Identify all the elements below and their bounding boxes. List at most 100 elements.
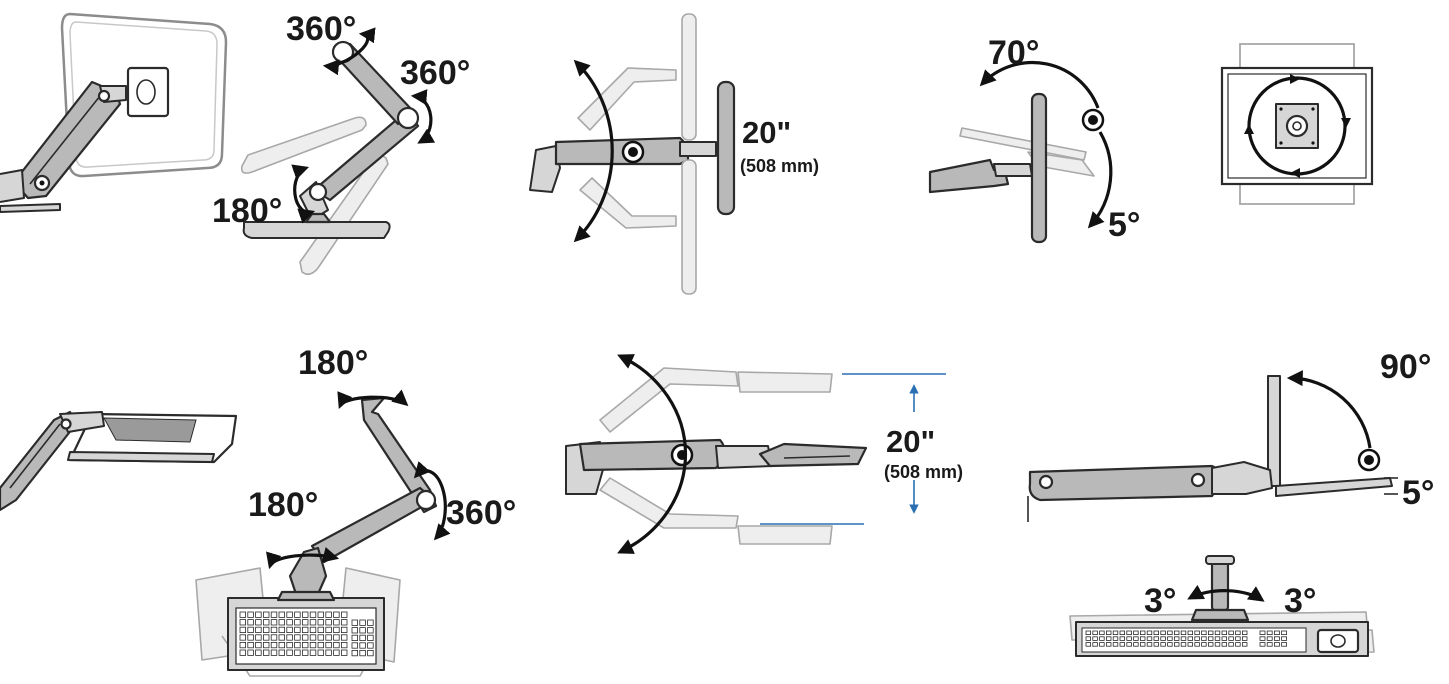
keyboard-key [1214,636,1221,641]
keyboard-key [1167,642,1173,647]
keyboard-key [301,642,309,649]
keyboard-key [262,634,270,641]
keyboard-key [325,642,332,649]
keyboard-key [247,634,254,641]
keyboard-key [325,649,332,656]
tilt-down-label: 5° [1402,474,1435,512]
keyboard-key [1146,642,1153,647]
keyboard-arm-overview [0,410,238,512]
keyboard-key [359,619,366,626]
keyboard-key [1106,642,1112,647]
keyboard-key [247,649,254,656]
keyboard-key [278,619,285,626]
keyboard-key [262,642,270,649]
keyboard-key [278,649,285,656]
keyboard-key [367,642,374,649]
keyboard-key [1228,642,1234,647]
keyboard-key [309,626,317,634]
keyboard-key [294,611,301,618]
keyboard-key [1092,636,1098,641]
keyboard-key [359,634,366,642]
keyboard-key [270,611,278,618]
keyboard-key [1235,642,1241,647]
keyboard-height-range: 20" (508 mm) [565,354,963,554]
keyboard-key [1140,630,1146,635]
keyboard-key [1187,642,1193,647]
keyboard-key [359,650,366,657]
keyboard-key [301,619,309,626]
keyboard-key [333,649,340,656]
keyboard-key [286,626,293,634]
keyboard-key [1259,636,1266,641]
keyboard-key [239,611,246,618]
keyboard-key [1201,636,1207,641]
keyboard-key [262,619,270,626]
keyboard-key [247,626,254,634]
keyboard-key [1099,642,1105,647]
keyboard-key [1099,636,1105,641]
keyboard-key [270,642,278,649]
keyboard-key [351,642,358,649]
keyboard-key [1180,642,1187,647]
rotation-label-base: 180° [212,192,282,230]
keyboard-key [270,634,278,641]
keyboard-arm-rotations: 180° 180° 360° [195,344,516,677]
keyboard-key [1126,630,1132,635]
keyboard-key [359,642,366,649]
keyboard-key [325,611,332,618]
monitor-arm-rotations: 360° 360° 180° [212,10,470,276]
keyboard-key [239,626,246,634]
keyboard-key [1208,636,1214,641]
keyboard-key [270,649,278,656]
keyboard-key [1174,630,1180,635]
keyboard-key [340,611,348,618]
keyboard-key [262,626,270,634]
keyboard-key [239,619,246,626]
keyboard-key [301,626,309,634]
keyboard-key [255,634,262,641]
keyboard-key [1119,642,1125,647]
keyboard-key [1274,642,1280,647]
keyboard-key [351,627,358,634]
lift-range-metric-label: (508 mm) [884,462,963,482]
keyboard-key [1106,630,1112,635]
keyboard-key [1274,630,1280,635]
keyboard-key [1208,630,1214,635]
keyboard-key [1281,642,1287,647]
keyboard-key [255,649,262,656]
keyboard-key [1235,636,1241,641]
keyboard-key [255,642,262,649]
keyboard-key [333,619,340,626]
keyboard-key [1281,636,1287,641]
keyboard-key [1180,636,1187,641]
keyboard-key [1126,642,1132,647]
keyboard-key [1194,642,1200,647]
keyboard-key [367,619,374,626]
keyboard-key [294,626,301,634]
keyboard-key [294,619,301,626]
tilt-up-label: 70° [988,34,1039,72]
keyboard-key [1106,636,1112,641]
keyboard-key [1099,630,1105,635]
keyboard-key [1201,630,1207,635]
lift-range-label: 20" [742,115,791,150]
keyboard-keys [1085,630,1287,647]
keyboard-key [1201,642,1207,647]
keyboard-key [278,611,285,618]
keyboard-key [1112,642,1119,647]
tilt-up-label: 90° [1380,348,1431,386]
keyboard-key [1214,630,1221,635]
rotation-label-top: 180° [298,344,368,382]
keyboard-key [367,634,374,642]
keyboard-key [333,642,340,649]
keyboard-key [1242,642,1248,647]
keyboard-key [317,611,324,618]
keyboard-key [317,619,324,626]
lift-range-metric-label: (508 mm) [740,156,819,176]
keyboard-key [340,642,348,649]
keyboard-key [317,642,324,649]
keyboard-key [1194,636,1200,641]
keyboard-key [1133,636,1139,641]
keyboard-key [309,619,317,626]
